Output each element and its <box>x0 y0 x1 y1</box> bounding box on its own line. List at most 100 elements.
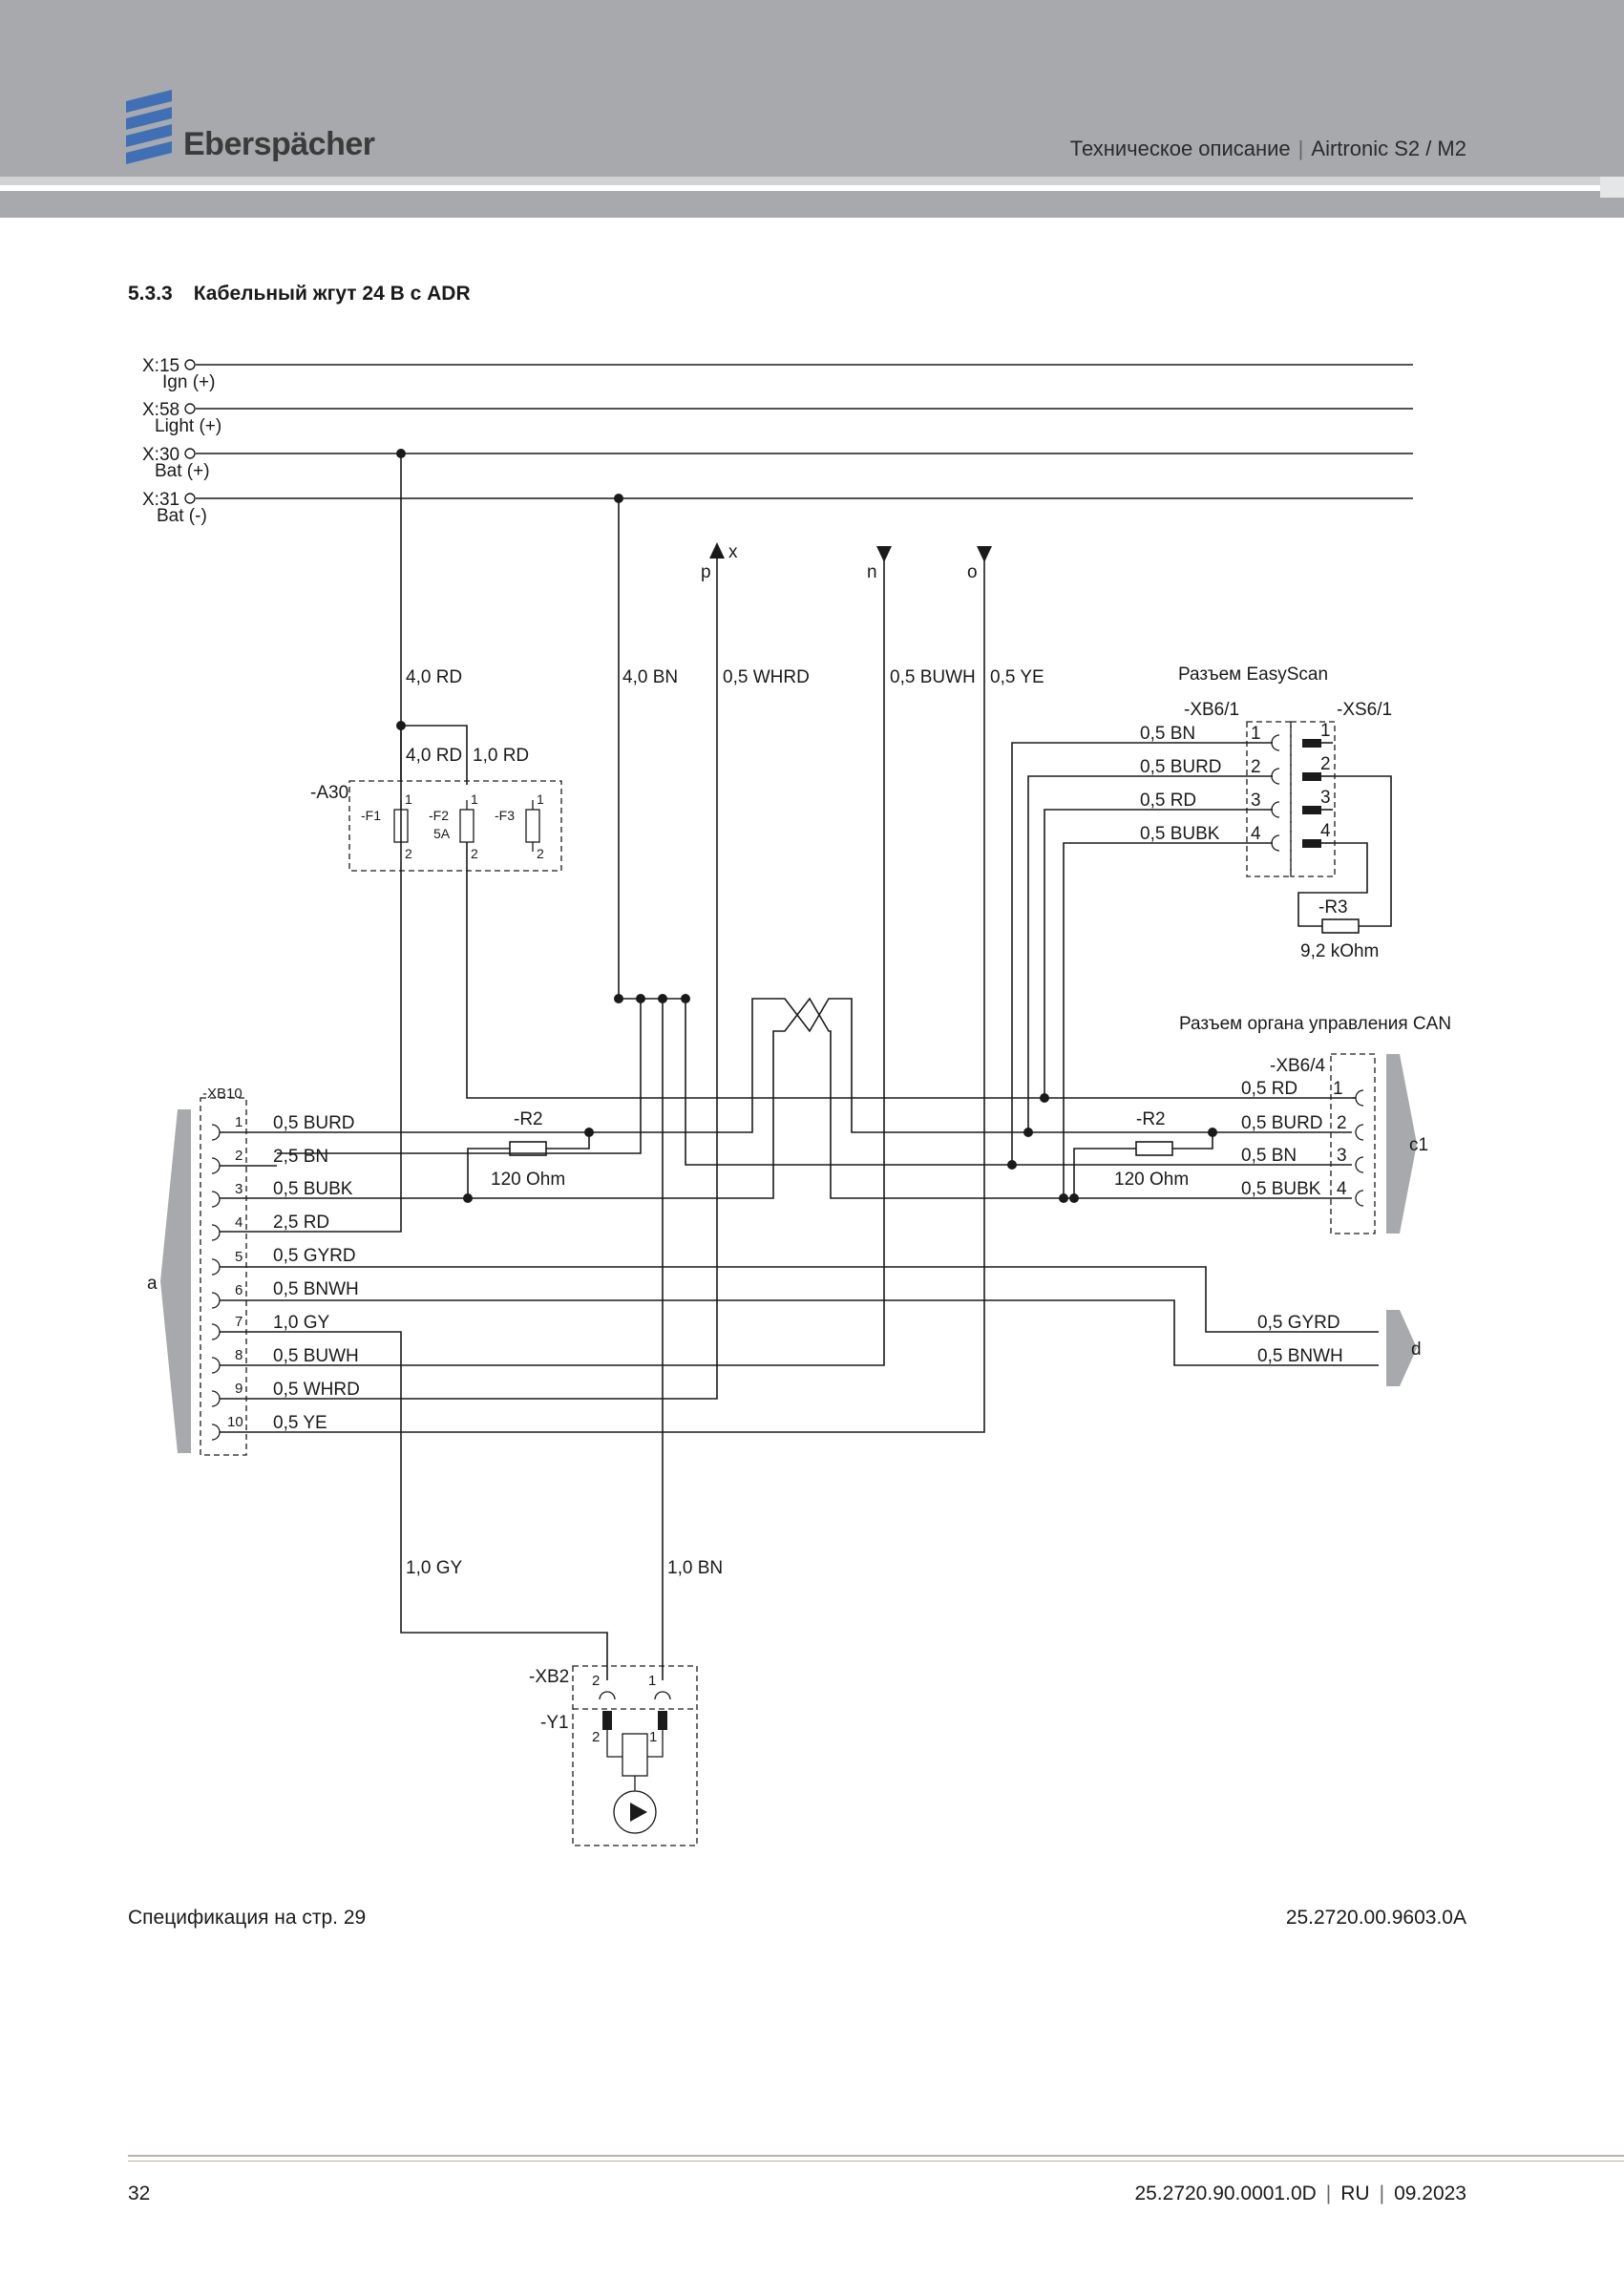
wire-label: 1,0 BN <box>667 1558 723 1578</box>
xb10-connector-label: a <box>147 1274 158 1294</box>
xb10-pin: 4 <box>235 1214 243 1231</box>
wire-f1-out <box>277 842 402 1233</box>
wire-10gy <box>277 1331 608 1680</box>
document-number: 25.2720.90.0001.0D <box>1134 2183 1317 2204</box>
product-name: Airtronic S2 / M2 <box>1311 137 1466 160</box>
terminal-desc: Bat (+) <box>155 461 210 481</box>
header-stripe <box>1600 177 1624 198</box>
solenoid-coil <box>622 1733 648 1777</box>
xb10-pin: 6 <box>235 1282 243 1298</box>
wire-buwh <box>277 549 885 1366</box>
xb10-wire: 0,5 BUWH <box>273 1346 359 1366</box>
section-title: Кабельный жгут 24 В с ADR <box>193 283 471 305</box>
wire-can-h <box>277 998 1352 1133</box>
easyscan-socket-id: -XS6/1 <box>1337 700 1392 720</box>
wire-bn-1 <box>277 999 642 1154</box>
pump-icon <box>613 1790 657 1834</box>
doc-type: Техническое описание <box>1069 137 1291 160</box>
xb10-wire: 2,5 BN <box>273 1147 328 1167</box>
page-number: 32 <box>128 2183 151 2204</box>
xb10-pin: 3 <box>235 1181 243 1197</box>
resistor-left-wires <box>546 1132 590 1150</box>
easyscan-title: Разъем EasyScan <box>1178 664 1328 685</box>
junction-dot <box>658 994 667 1003</box>
fuse-pin: 1 <box>537 791 544 807</box>
header-band <box>0 0 1624 177</box>
resistor-left-wires <box>467 1148 510 1198</box>
easyscan-socket-pin: 2 <box>1320 754 1331 774</box>
d-wire: 0,5 BNWH <box>1257 1346 1343 1366</box>
xb10-outline <box>200 1097 247 1456</box>
issue-date: 09.2023 <box>1394 2183 1466 2204</box>
can-pin: 2 <box>1337 1113 1347 1133</box>
socket-pin <box>1302 806 1321 814</box>
fuse-pin: 2 <box>405 846 412 861</box>
junction-dot <box>584 1128 594 1137</box>
easyscan-wire: 0,5 RD <box>1140 791 1196 811</box>
xb10-wire: 1,0 GY <box>273 1313 329 1333</box>
fusebox-id: -A30 <box>310 783 348 803</box>
fuse-f3 <box>525 809 540 843</box>
terminal-desc: Light (+) <box>155 416 221 436</box>
xb10-pin: 8 <box>235 1347 243 1363</box>
xb10-pin: 9 <box>235 1381 243 1397</box>
easyscan-plug-id: -XB6/1 <box>1184 700 1239 720</box>
easyscan-socket-pin: 1 <box>1320 721 1331 741</box>
can-pin: 1 <box>1333 1079 1343 1099</box>
wire-label: 1,0 GY <box>406 1558 462 1578</box>
wire-label: 4,0 BN <box>622 667 678 687</box>
easyscan-plug <box>1246 721 1292 877</box>
junction-dot <box>614 494 623 503</box>
junction-dot <box>1040 1093 1049 1103</box>
can-connector-label: c1 <box>1409 1135 1428 1155</box>
y1-id: -Y1 <box>540 1713 569 1733</box>
section-heading: 5.3.3 Кабельный жгут 24 В с ADR <box>128 283 471 306</box>
y1-pin: 1 <box>649 1729 657 1745</box>
wire-label: 4,0 RD <box>406 667 462 687</box>
wire-label: 0,5 BUWH <box>890 667 976 687</box>
xb10-wire: 0,5 BURD <box>273 1113 355 1133</box>
easyscan-pin: 3 <box>1251 791 1261 811</box>
easyscan-pin: 4 <box>1251 824 1261 844</box>
fuse-pin: 2 <box>471 846 478 861</box>
resistor-right-value: 120 Ohm <box>1114 1170 1189 1190</box>
section-number: 5.3.3 <box>128 283 173 305</box>
wire-bn-3 <box>685 999 1352 1166</box>
arrow-up-icon <box>709 542 725 559</box>
footer-divider <box>128 2161 1624 2162</box>
terminal-circle <box>184 403 196 414</box>
xb10-wire: 0,5 YE <box>273 1413 327 1433</box>
xb2-outline <box>572 1665 698 1846</box>
resistor-left-value: 120 Ohm <box>491 1170 565 1190</box>
terminal-desc: Ign (+) <box>162 372 215 392</box>
header-stripe <box>0 191 1624 218</box>
junction-dot <box>681 994 690 1003</box>
wire-ye <box>277 549 985 1433</box>
can-pin: 3 <box>1337 1146 1347 1166</box>
xb10-wire: 0,5 BNWH <box>273 1279 359 1299</box>
junction-dot <box>636 994 645 1003</box>
fuse-label: -F2 <box>429 808 449 823</box>
easyscan-wire: 0,5 BN <box>1140 724 1195 744</box>
wire-10rd <box>401 725 468 785</box>
easyscan-pin: 1 <box>1251 724 1261 744</box>
fuse-rating: 5A <box>433 826 451 841</box>
wire-whrd <box>277 549 718 1400</box>
terminal-label: X:58 <box>142 400 179 420</box>
fuse-label: -F3 <box>495 808 515 823</box>
y1-pin: 2 <box>592 1729 600 1745</box>
terminal-circle <box>184 359 196 370</box>
terminal-label: X:15 <box>142 356 179 376</box>
wire-bnwh <box>277 1299 1379 1366</box>
resistor-right <box>1135 1141 1173 1156</box>
connector-c1-shape <box>1386 1054 1417 1234</box>
terminal-label: X:31 <box>142 490 179 510</box>
wire-can-l <box>277 997 1352 1199</box>
terminal-circle <box>184 493 196 504</box>
resistor-r3 <box>1321 918 1360 934</box>
doc-title: Техническое описание|Airtronic S2 / M2 <box>1070 137 1466 161</box>
xb10-wire: 2,5 RD <box>273 1213 329 1233</box>
junction-dot <box>1059 1193 1068 1203</box>
xb10-pin: 2 <box>235 1148 243 1164</box>
